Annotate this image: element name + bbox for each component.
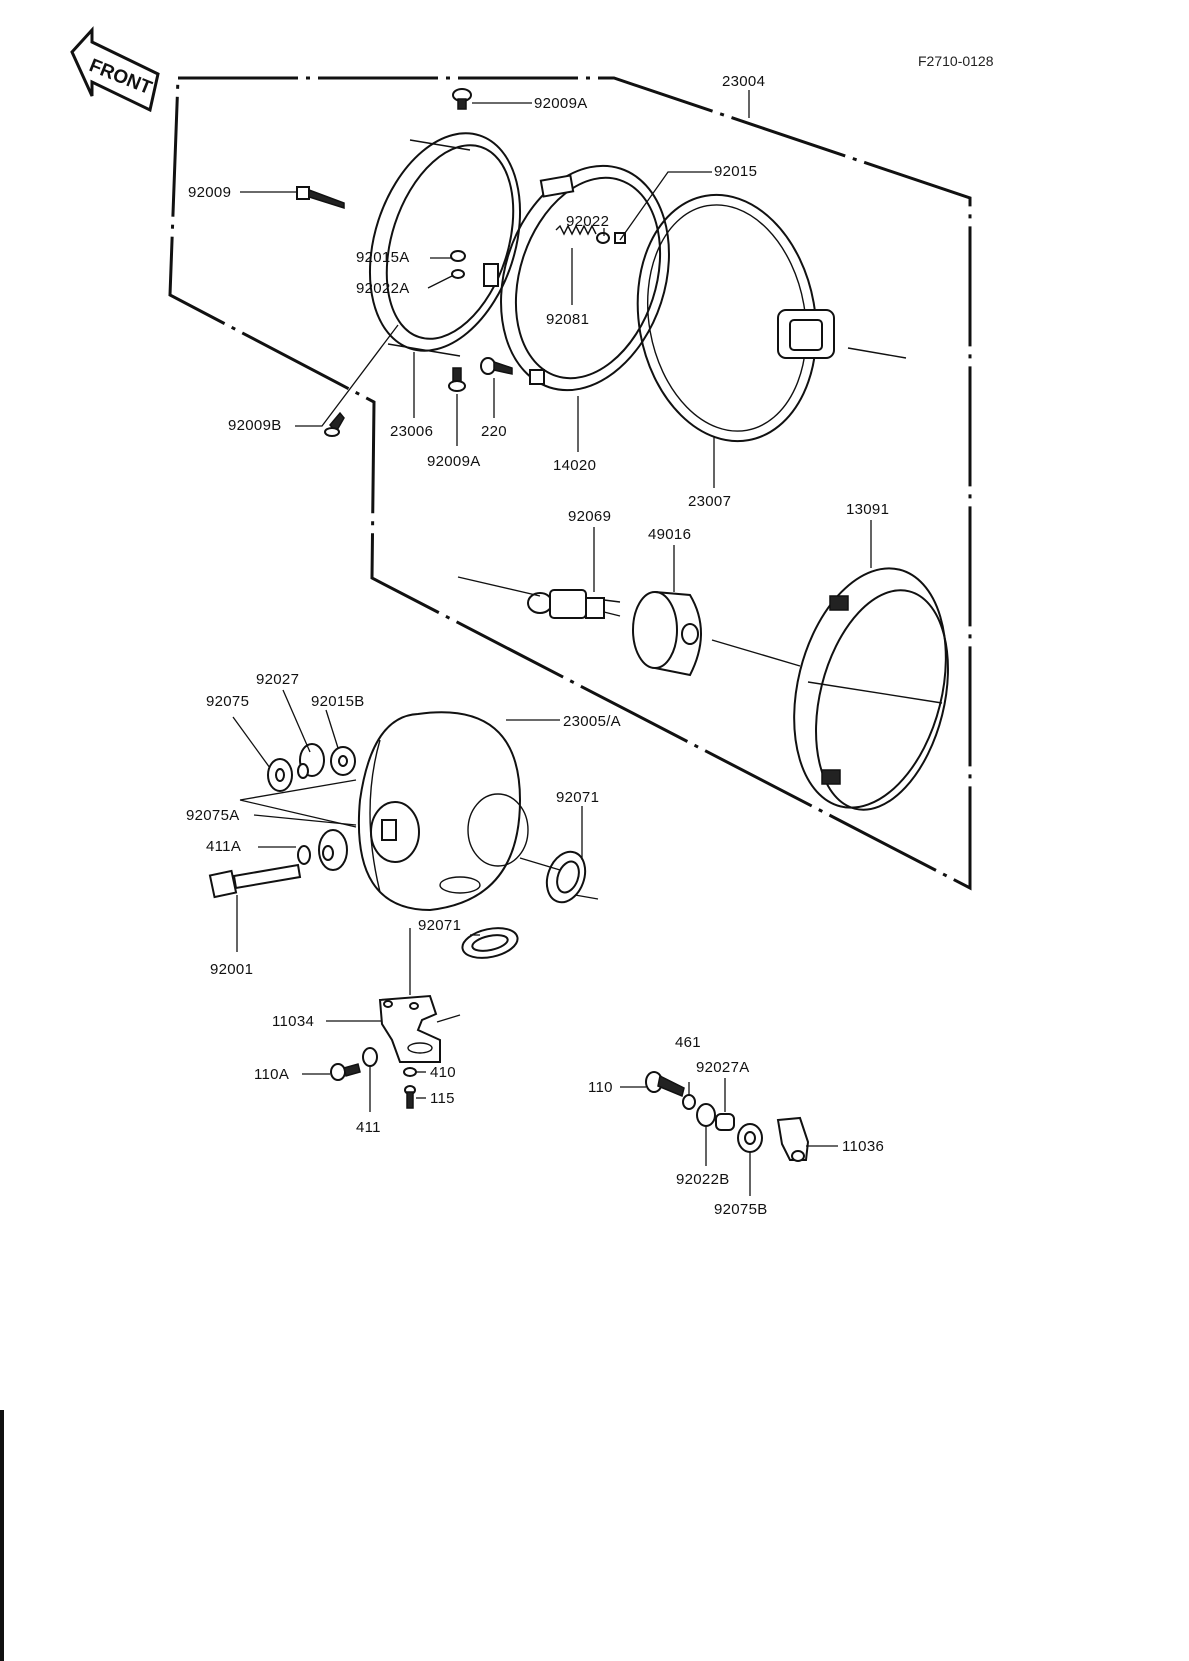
damper-92075B-icon [737,1123,763,1153]
damper-92075A-icon [318,829,348,871]
label-92022B: 92022B [676,1171,730,1188]
label-92009A-top: 92009A [534,95,588,112]
nut-92015B-icon [330,746,356,776]
screw-220-icon [480,357,513,375]
rim-ring-23006 [368,132,522,357]
diagram-id: F2710-0128 [918,53,994,69]
label-110: 110 [588,1079,613,1096]
washer-92075-icon [267,758,293,792]
label-11034: 11034 [272,1013,314,1030]
label-92009B: 92009B [228,417,282,434]
label-92081: 92081 [546,311,589,328]
assembly-axis-line-2 [807,347,943,704]
grommet-92071-bottom-icon [461,927,519,959]
screw-92009-icon [296,186,345,210]
bolt-110-icon [645,1071,685,1098]
scan-edge-mark [0,1410,4,1661]
label-92001: 92001 [210,961,253,978]
label-11036: 11036 [842,1138,884,1155]
label-92027A: 92027A [696,1059,750,1076]
label-92015B: 92015B [311,693,365,710]
washer-410-icon [403,1067,417,1077]
label-411A: 411A [206,838,241,855]
assembly-frame [168,76,972,891]
label-220: 220 [481,423,507,440]
label-49016: 49016 [648,526,691,543]
label-411: 411 [356,1119,381,1136]
label-115: 115 [430,1090,455,1107]
bulb-92069-icon [527,589,621,619]
grommet-92071-right-icon [545,850,587,904]
label-23005A: 23005/A [563,713,621,730]
rim-13091-icon [793,567,949,811]
label-92071-bottom: 92071 [418,917,461,934]
bolt-110A-icon [330,1063,361,1081]
washer-411-icon [362,1047,378,1067]
washer-411A-icon [297,845,311,865]
label-461: 461 [675,1034,701,1051]
bolt-115-icon [404,1085,416,1109]
label-23007: 23007 [688,493,731,510]
label-92027: 92027 [256,671,299,688]
label-92015A: 92015A [356,249,410,266]
nut-92015A-icon [450,250,466,279]
label-23006: 23006 [390,423,433,440]
label-410: 410 [430,1064,456,1081]
label-92022: 92022 [566,213,609,230]
label-14020: 14020 [553,457,596,474]
label-92015: 92015 [714,163,757,180]
label-92022A: 92022A [356,280,410,297]
assembly-axis-line [457,576,801,667]
collar-92027A-icon [715,1113,735,1131]
bracket-11034-icon [378,994,441,1063]
label-110A: 110A [254,1066,289,1083]
screw-92009A-top-icon [452,88,472,110]
screw-92009B-icon [324,411,345,437]
label-92069: 92069 [568,508,611,525]
headlight-body-23005A [357,711,529,912]
washer-461-icon [682,1094,696,1110]
spring-92081-icon [555,224,597,236]
label-92075: 92075 [206,693,249,710]
front-arrow-icon: FRONT [70,26,160,113]
sealed-beam-23007 [636,193,835,443]
label-23004: 23004 [722,73,765,90]
leader-lines [232,90,872,1196]
washer-92022B-icon [696,1103,716,1127]
label-13091: 13091 [846,501,889,518]
boot-49016-icon [632,591,702,677]
housing-ring-14020 [483,164,670,392]
nut-92022-icon [596,232,626,244]
label-92075A: 92075A [186,807,240,824]
label-92009A-bottom: 92009A [427,453,481,470]
label-92009: 92009 [188,184,231,201]
label-92071-right: 92071 [556,789,599,806]
collar-92027-icon [297,743,325,779]
bolt-92001-icon [208,863,302,899]
bracket-11036-icon [776,1116,810,1162]
label-92075B: 92075B [714,1201,768,1218]
screw-92009A-bottom-icon [448,367,466,392]
